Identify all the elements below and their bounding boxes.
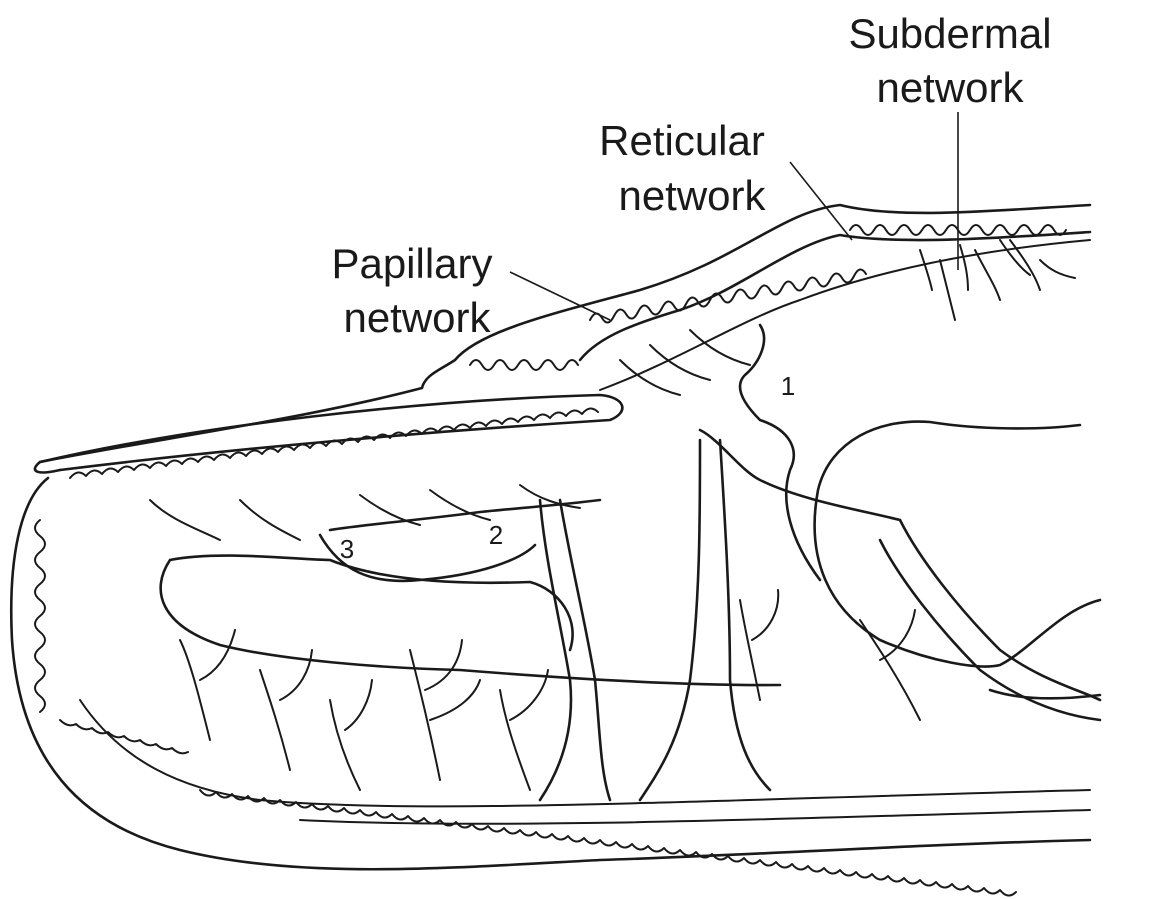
deep-arcade-vessels: [320, 325, 900, 581]
reticular-network-label-line2: network: [618, 172, 766, 219]
papillary-network-label-line1: Papillary: [331, 240, 492, 287]
skin-inner-outline: [580, 232, 1090, 360]
leader-reticular: [790, 162, 852, 240]
pulp-outline: [161, 556, 780, 686]
digital-artery-trunk: [540, 440, 1100, 800]
skin-outline: [11, 205, 1090, 869]
papillary-network-dorsal: [470, 225, 1066, 370]
subdermal-network-label-line1: Subdermal: [848, 10, 1051, 57]
marker-3: 3: [340, 534, 354, 564]
reticular-boundary-ventral: [80, 700, 1090, 824]
marker-1: 1: [781, 371, 795, 401]
reticular-network-label-line1: Reticular: [599, 117, 765, 164]
papillary-network-pulp: [35, 520, 1016, 896]
subdermal-vessels: [920, 240, 1075, 290]
nail-plate: [40, 395, 622, 470]
pulp-branching-vessels: [150, 240, 1040, 790]
marker-2: 2: [489, 520, 503, 550]
distal-phalanx-bone: [815, 422, 1100, 699]
papillary-network-label-line2: network: [343, 294, 491, 341]
subdermal-network-label-line2: network: [876, 64, 1024, 111]
